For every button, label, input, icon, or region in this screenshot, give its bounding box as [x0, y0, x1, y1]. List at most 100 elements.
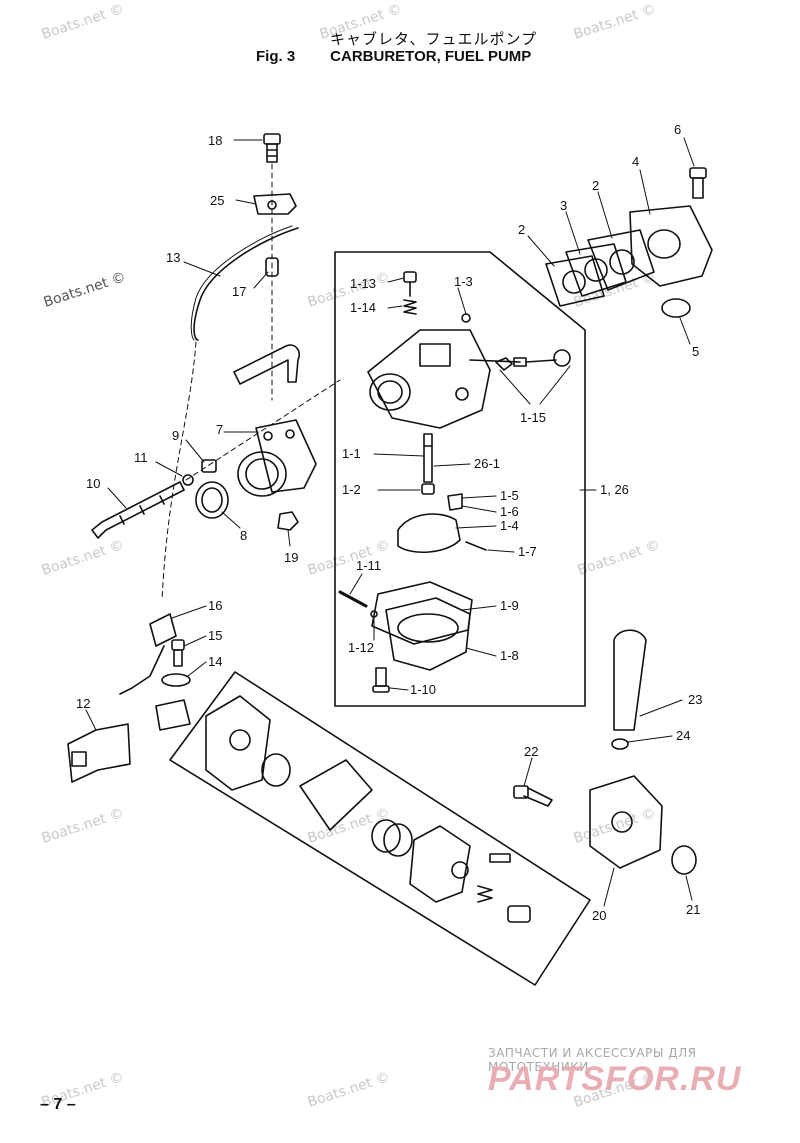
- part-link-rod: [119, 645, 165, 695]
- callout-1-3: 1-3: [454, 274, 473, 289]
- part-pump-cover-left: [205, 695, 271, 791]
- callout-1-14: 1-14: [350, 300, 376, 315]
- callout-8: 8: [240, 528, 247, 543]
- part-float-pin-1-5: [447, 493, 463, 511]
- figure-title: Fig. 3 CARBURETOR, FUEL PUMP: [256, 48, 531, 65]
- callout-12: 12: [76, 696, 90, 711]
- callout-10: 10: [86, 476, 100, 491]
- callout-24: 24: [676, 728, 690, 743]
- part-bolt-6: [689, 167, 707, 199]
- part-screw-1-11: [338, 590, 368, 608]
- callout-6: 6: [674, 122, 681, 137]
- figure-title-english: CARBURETOR, FUEL PUMP: [330, 48, 532, 65]
- callout-2-lower: 2: [518, 222, 525, 237]
- part-pump-spring: [371, 819, 413, 857]
- part-nut-19: [277, 511, 299, 531]
- callout-1-9: 1-9: [500, 598, 519, 613]
- callout-25: 25: [210, 193, 224, 208]
- callout-1-7: 1-7: [518, 544, 537, 559]
- callout-14: 14: [208, 654, 222, 669]
- callout-20: 20: [592, 908, 606, 923]
- part-bracket-16: [149, 613, 177, 647]
- part-pump-screw: [489, 853, 511, 863]
- part-washer-14: [161, 673, 191, 687]
- callout-23: 23: [688, 692, 702, 707]
- part-cable-13: [193, 227, 299, 341]
- part-spring-1-14: [403, 299, 417, 315]
- brand-tagline: ЗАПЧАСТИ И АКСЕССУАРЫ ДЛЯ МОТОТЕХНИКИ: [488, 1046, 697, 1074]
- callout-1-26: 1, 26: [600, 482, 629, 497]
- part-pump-body: [409, 825, 471, 903]
- part-bolt-15: [171, 639, 185, 667]
- part-plate-25: [253, 193, 297, 215]
- part-jet-1-2: [421, 483, 435, 495]
- callout-labels: 18 25 13 17 6 4 2 3 2 5 1-13 1-14 1-3 1-…: [76, 122, 702, 923]
- part-pilot-screw-1-15: [495, 349, 571, 371]
- part-screw-1-3: [461, 313, 471, 323]
- callout-4: 4: [632, 154, 639, 169]
- callout-22: 22: [524, 744, 538, 759]
- part-spacer-3: [565, 243, 627, 297]
- fuel-pump-group-frame: [169, 671, 591, 986]
- part-pump-diaphragm-a: [261, 753, 291, 787]
- callout-1-15: 1-15: [520, 410, 546, 425]
- callout-19: 19: [284, 550, 298, 565]
- figure-title-japanese: キャブレタ、フュエルポンプ: [330, 30, 538, 48]
- part-washer-1-12: [370, 610, 378, 618]
- callout-7: 7: [216, 422, 223, 437]
- part-bolt-22: [513, 785, 553, 807]
- part-screw-1-13: [403, 271, 417, 297]
- part-float-1-4: [397, 513, 461, 554]
- part-pump-fitting: [507, 905, 531, 923]
- part-screw-1-10: [372, 667, 390, 693]
- callout-5: 5: [692, 344, 699, 359]
- callout-17: 17: [232, 284, 246, 299]
- part-intake-body-7: [237, 419, 317, 497]
- part-pump-diaphragm-b: [299, 759, 373, 831]
- part-grip-12: [67, 723, 131, 783]
- callout-1-2: 1-2: [342, 482, 361, 497]
- callout-1-5: 1-5: [500, 488, 519, 503]
- callout-1-8: 1-8: [500, 648, 519, 663]
- callout-9: 9: [172, 428, 179, 443]
- callout-18: 18: [208, 133, 222, 148]
- callout-1-13: 1-13: [350, 276, 376, 291]
- part-o-ring-21: [671, 845, 697, 875]
- callout-26-1: 26-1: [474, 456, 500, 471]
- part-o-ring-5: [661, 298, 691, 318]
- part-pump-spring-small: [477, 885, 493, 903]
- page-number: – 7 –: [40, 1096, 76, 1113]
- part-needle-1-7: [465, 541, 487, 551]
- callout-3: 3: [560, 198, 567, 213]
- brand-logo: PARTSFOR.RU: [488, 1060, 742, 1098]
- part-nut-9: [201, 459, 217, 473]
- callout-15: 15: [208, 628, 222, 643]
- callout-1-12: 1-12: [348, 640, 374, 655]
- callout-1-11: 1-11: [356, 558, 381, 573]
- figure-number: Fig. 3: [256, 48, 296, 65]
- part-washer-11: [182, 474, 194, 486]
- part-fuel-pump-assembly-20: [589, 775, 663, 869]
- part-gasket-2b: [545, 255, 605, 307]
- part-bolt-18: [263, 133, 281, 163]
- part-gasket-8: [195, 481, 229, 519]
- part-long-bolt-10: [91, 481, 185, 539]
- part-clip-24: [611, 738, 629, 750]
- callout-11: 11: [134, 450, 148, 465]
- part-gasket-2a: [587, 229, 655, 291]
- callout-2-upper: 2: [592, 178, 599, 193]
- callout-21: 21: [686, 902, 700, 917]
- part-float-chamber-1-8: [385, 597, 471, 671]
- carburetor-group-frame: [334, 251, 586, 707]
- part-nozzle-1-1: [423, 433, 433, 483]
- part-hose-elbow: [233, 344, 301, 385]
- callout-1-10: 1-10: [410, 682, 436, 697]
- callout-16: 16: [208, 598, 222, 613]
- callout-13: 13: [166, 250, 180, 265]
- part-carburetor-body: [367, 329, 521, 429]
- part-bracket-small: [155, 699, 191, 731]
- callout-1-1: 1-1: [342, 446, 361, 461]
- callout-1-6: 1-6: [500, 504, 519, 519]
- leader-lines: [85, 137, 695, 907]
